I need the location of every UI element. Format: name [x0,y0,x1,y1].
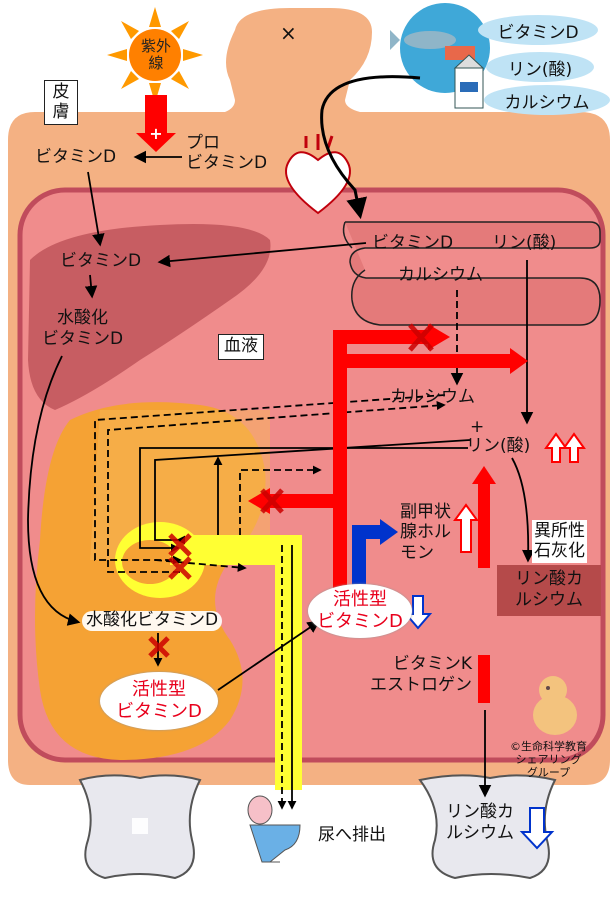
chick-icon [533,676,577,735]
calcium-blood-label: カルシウム [390,387,475,407]
uv-label: 紫外線 [140,37,171,72]
plus-label: + [470,417,485,437]
intestine [342,221,601,326]
phosphate-gut-label: リン(酸) [492,233,557,253]
svg-text:+: + [149,124,162,143]
milk-carton-icon [453,54,485,109]
sun-icon [107,7,203,103]
provitamin-d-label: プロ ビタミンD [186,133,268,174]
fish-icon [390,30,475,60]
mouth-x-label: × [280,21,297,45]
vitamin-d-liver-label: ビタミンD [60,251,142,271]
blue-pth-arrow [352,519,398,585]
ectopic-calcification-label: 異所性 石灰化 [532,520,587,563]
vitk-estrogen-label: ビタミンK エストロゲン [370,654,472,696]
calcium-gut-label: カルシウム [398,265,483,285]
skin-label: 皮膚 [44,80,78,126]
calcium-phosphate-blood-box: リン酸カ ルシウム [497,565,601,616]
vitamin-d-gut-label: ビタミンD [372,233,454,253]
heart-icon [285,134,351,215]
food-phosphate-bubble: リン(酸) [486,52,594,82]
pth-up-arrow [453,503,479,553]
kidney-flow-lines [94,394,471,810]
pth-red-arrows [472,466,496,703]
red-crosses [148,323,434,658]
toilet-icon [247,795,301,863]
calcium-phosphate-bone-label: リン酸カ ルシウム [446,802,514,844]
food-vitamin-d-bubble: ビタミンD [478,15,598,45]
bone-down-arrow [519,807,555,850]
pth-label: 副甲状 腺ホル モン [400,502,451,563]
hydroxy-vitamin-d-label: 水酸化 ビタミンD [42,308,124,350]
urine-tube [170,535,302,790]
hydroxy-vitamin-d-kidney-label: 水酸化ビタミンD [82,610,223,631]
active-vitamin-d-blood: 活性型 ビタミンD [308,584,412,638]
copyright-label: ©生命科学教育 シェアリング グループ [510,740,587,780]
phosphate-blood-label: リン(酸) [466,436,531,456]
urine-excretion-label: 尿へ排出 [318,825,386,845]
active-vitd-down-arrow [403,595,433,630]
liver [28,224,271,410]
vitamin-d-skin-label: ビタミンD [35,147,117,167]
bone-right [418,774,557,880]
phos-up-arrows [544,432,586,463]
active-vitamin-d-kidney: 活性型 ビタミンD [100,672,218,730]
food-calcium-bubble: カルシウム [484,85,610,115]
blood-label: 血液 [218,334,264,360]
